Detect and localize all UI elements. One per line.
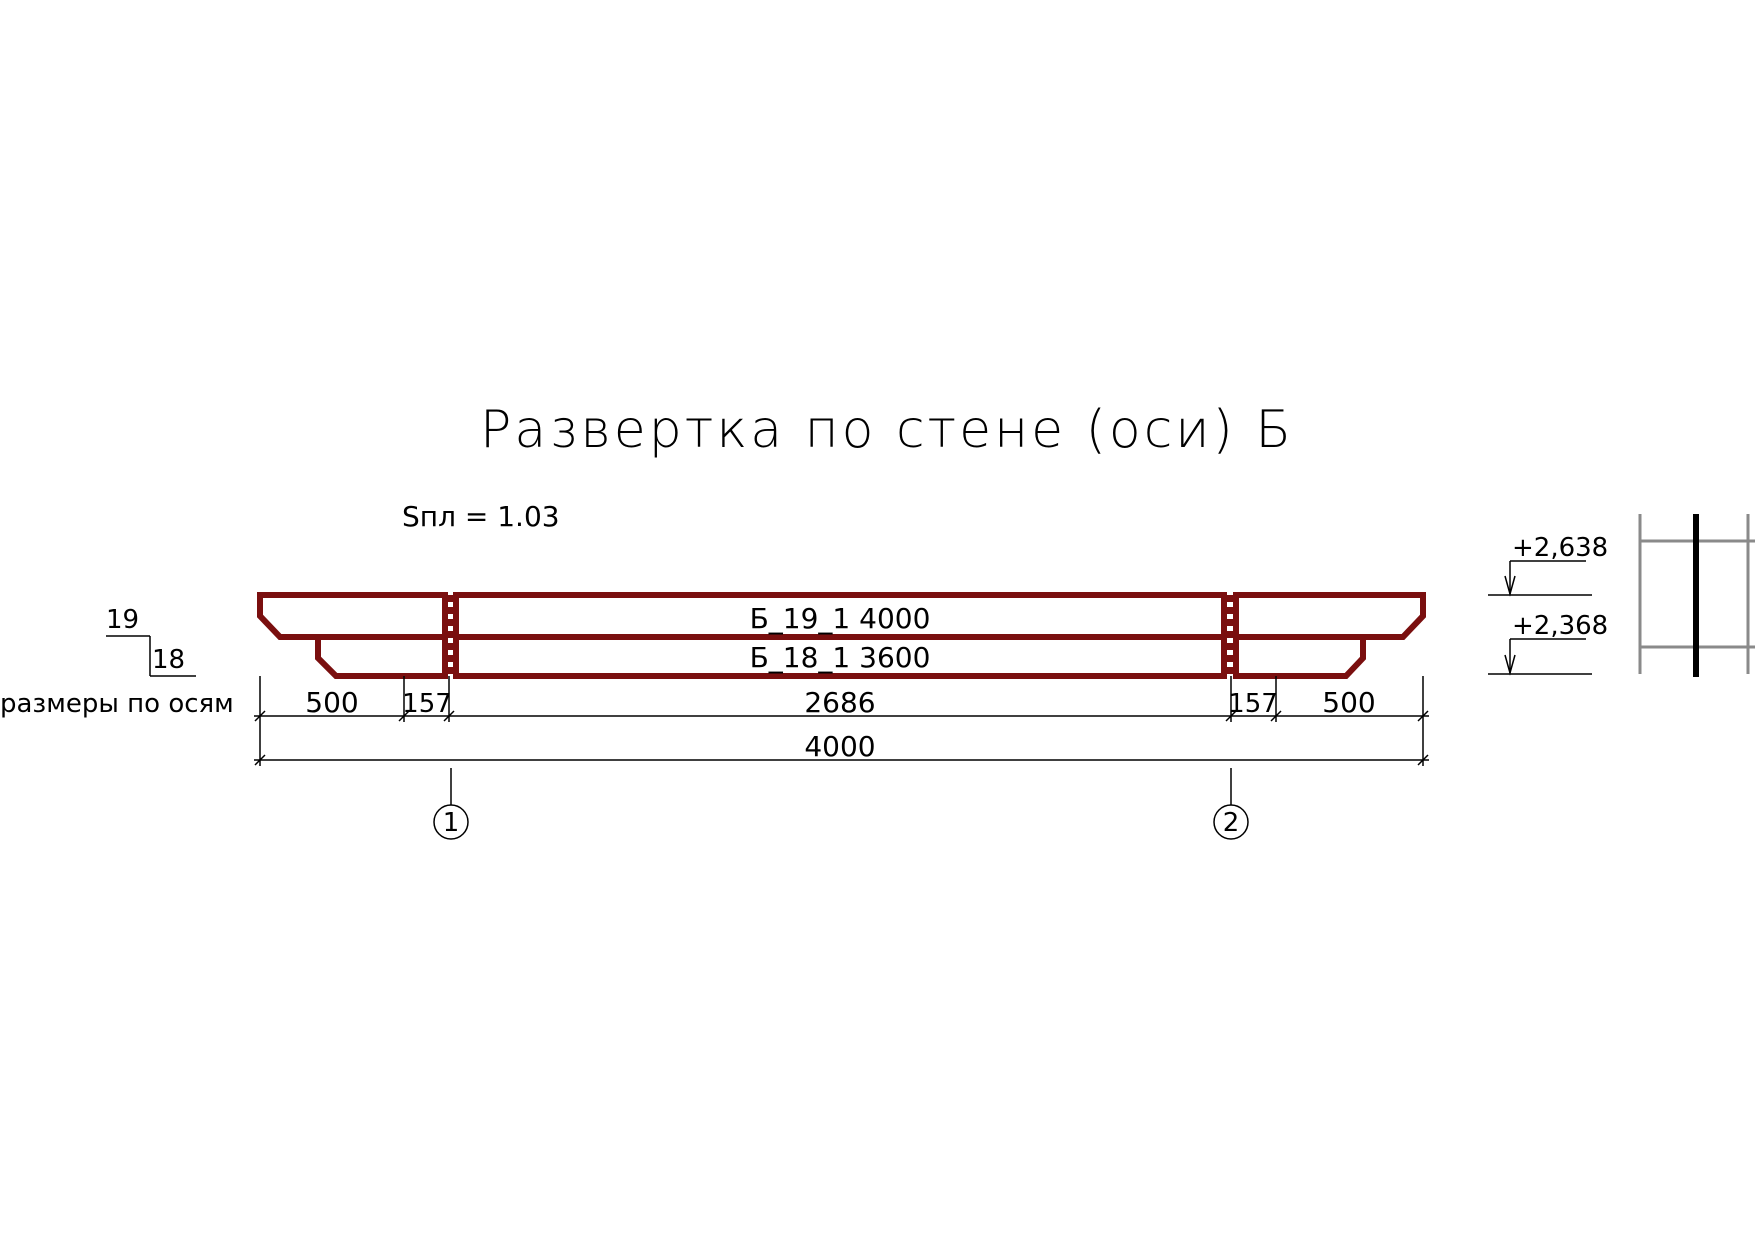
level-marks: +2,638 +2,368 xyxy=(1488,533,1608,676)
legend-row-19: 19 xyxy=(106,605,139,635)
dim-left-157: 157 xyxy=(402,689,452,719)
axis-1-label: 1 xyxy=(443,808,460,838)
level-upper: +2,638 xyxy=(1512,533,1608,563)
dim-right-500: 500 xyxy=(1322,686,1375,719)
axis-1-bubble xyxy=(433,804,469,840)
dim-total-4000: 4000 xyxy=(804,730,875,763)
dim-left-500: 500 xyxy=(305,686,358,719)
lower-beam xyxy=(453,634,1227,679)
axis-markers: 1 2 xyxy=(433,768,1249,840)
level-lower: +2,368 xyxy=(1512,611,1608,641)
axis-2-label: 2 xyxy=(1223,808,1240,838)
upper-beam-label: Б_19_1 4000 xyxy=(750,602,931,635)
lower-left-block xyxy=(315,634,448,679)
legend-note: размеры по осям xyxy=(0,689,234,719)
section-grid xyxy=(1638,514,1755,677)
dim-middle-2686: 2686 xyxy=(804,686,875,719)
upper-right-block xyxy=(1233,592,1426,640)
drawing-title: Развертка по стене (оси) Б xyxy=(480,400,1294,460)
axis-2-bubble xyxy=(1213,804,1249,840)
dimension-lines: 500 157 2686 157 500 4000 xyxy=(254,676,1429,766)
beam-rows: Б_19_1 4000 Б_18_1 3600 xyxy=(257,592,1426,679)
row-legend: 19 18 размеры по осям xyxy=(0,605,234,719)
lower-right-block xyxy=(1233,634,1366,679)
area-label: Sпл = 1.03 xyxy=(402,500,560,533)
legend-row-18: 18 xyxy=(152,645,185,675)
lower-beam-label: Б_18_1 3600 xyxy=(750,641,931,674)
upper-left-block xyxy=(257,592,448,640)
dim-right-157: 157 xyxy=(1228,689,1278,719)
